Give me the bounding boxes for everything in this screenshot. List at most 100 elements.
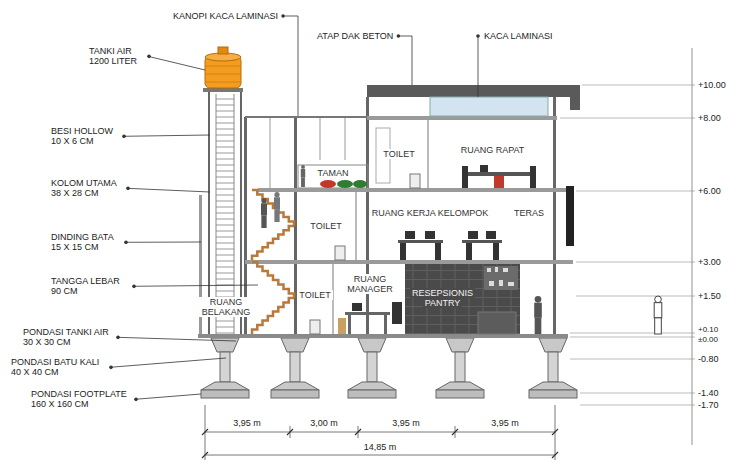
chair — [392, 302, 402, 324]
room: TOILET — [298, 195, 354, 257]
room: TERAS — [505, 195, 553, 231]
meeting-table — [468, 172, 530, 176]
person-body — [654, 303, 662, 318]
person-body — [261, 203, 267, 215]
person-head — [535, 296, 542, 303]
elevation-label: -1.40 — [697, 388, 720, 398]
laminated-glass — [430, 97, 548, 116]
elevation-label: -0.80 — [697, 354, 720, 364]
room-label: RUANG BELAKANG — [198, 297, 254, 318]
monitor — [352, 303, 362, 311]
shelf-item — [487, 267, 514, 286]
room: RUANG RAPAT — [430, 135, 555, 165]
dimension-label: 3,95 m — [490, 418, 520, 428]
dimension-label: 3,95 m — [232, 418, 262, 428]
person-head — [274, 192, 279, 197]
leader-line — [127, 188, 210, 192]
footing — [436, 338, 484, 398]
stair-flight — [252, 226, 294, 260]
work-desk — [462, 240, 502, 243]
cabinet — [338, 318, 346, 334]
leader-dot — [397, 34, 401, 38]
chair — [400, 243, 406, 260]
toilet-fixture — [410, 174, 420, 188]
leader-dot — [122, 135, 126, 139]
person-head — [655, 296, 662, 303]
plant — [337, 180, 353, 188]
leader-line — [123, 135, 210, 136]
leader-line — [125, 242, 201, 243]
level-line — [570, 359, 695, 360]
monitor — [405, 231, 415, 239]
person-head — [261, 198, 266, 203]
footing — [201, 338, 249, 398]
dimension-lines — [202, 405, 558, 460]
room-label: TOILET — [381, 149, 416, 159]
desk-leg — [384, 315, 387, 334]
callout-label: TANGGA LEBAR 90 CM — [50, 276, 130, 297]
pantry-brick — [405, 264, 520, 334]
level-line — [576, 262, 695, 263]
elevation-label: -1.70 — [697, 400, 720, 410]
stair-flight — [252, 298, 294, 334]
pantry-shelf — [484, 266, 518, 290]
leader-dot — [116, 336, 120, 340]
dimension-tick — [202, 429, 558, 458]
room-label: RUANG RAPAT — [459, 145, 527, 155]
level-line — [560, 118, 695, 119]
floor-slab — [258, 188, 572, 192]
dimension-label: 14,85 m — [363, 442, 398, 452]
room: TAMAN — [298, 164, 368, 182]
leader-line — [397, 36, 412, 85]
dimension-line — [205, 432, 555, 433]
person-head — [301, 165, 305, 169]
leader-line — [148, 56, 205, 70]
elevation-label: +0.10 — [697, 325, 719, 334]
chair — [466, 243, 472, 260]
elevation-label: +6.00 — [697, 186, 722, 196]
elevation-lines — [560, 48, 695, 445]
leader-dot — [476, 34, 480, 38]
table-base — [494, 176, 504, 188]
floor-slab — [198, 334, 568, 338]
main-column — [366, 97, 369, 334]
person-body — [534, 303, 542, 318]
person-legs — [301, 178, 305, 187]
footing — [529, 338, 577, 398]
room-label: TOILET — [308, 221, 343, 231]
stair-flight — [252, 190, 294, 226]
room-label: RESEPSIONIS — [410, 288, 475, 298]
room: RUANG MANAGER — [335, 268, 405, 300]
room: TOILET — [297, 275, 333, 315]
room: RUANG BELAKANG — [198, 292, 254, 322]
elevation-label: +8.00 — [697, 113, 722, 123]
callout-label: KACA LAMINASI — [483, 31, 554, 41]
callout-label: KANOPI KACA LAMINASI — [172, 11, 279, 21]
callout-label: PONDASI FOOTPLATE 160 X 160 CM — [30, 389, 132, 410]
chair — [530, 166, 536, 188]
tank-platform — [203, 88, 243, 92]
glass-canopy — [245, 116, 367, 118]
tank-lid — [218, 47, 228, 54]
leader-dot — [124, 241, 128, 245]
canopy-mullion — [320, 118, 321, 160]
dimension-line — [205, 455, 555, 456]
person-legs — [535, 318, 542, 334]
leader-line — [117, 337, 236, 341]
facade-fin — [566, 186, 574, 246]
person-legs — [261, 215, 266, 228]
room-label: RUANG KERJA KELOMPOK — [370, 208, 491, 218]
dimension-label: 3,95 m — [391, 418, 421, 428]
leader-dot — [147, 55, 151, 59]
callout-label: BESI HOLLOW 10 X 6 CM — [50, 126, 120, 147]
garden-planter — [298, 165, 368, 188]
elevation-label: ±0.00 — [697, 335, 719, 344]
person-legs — [274, 209, 279, 222]
level-line — [570, 333, 695, 334]
monitor — [480, 165, 488, 172]
concrete-roof — [367, 85, 580, 97]
monitor — [486, 231, 496, 239]
partition-wall — [356, 192, 357, 260]
floor-slab — [367, 116, 557, 120]
